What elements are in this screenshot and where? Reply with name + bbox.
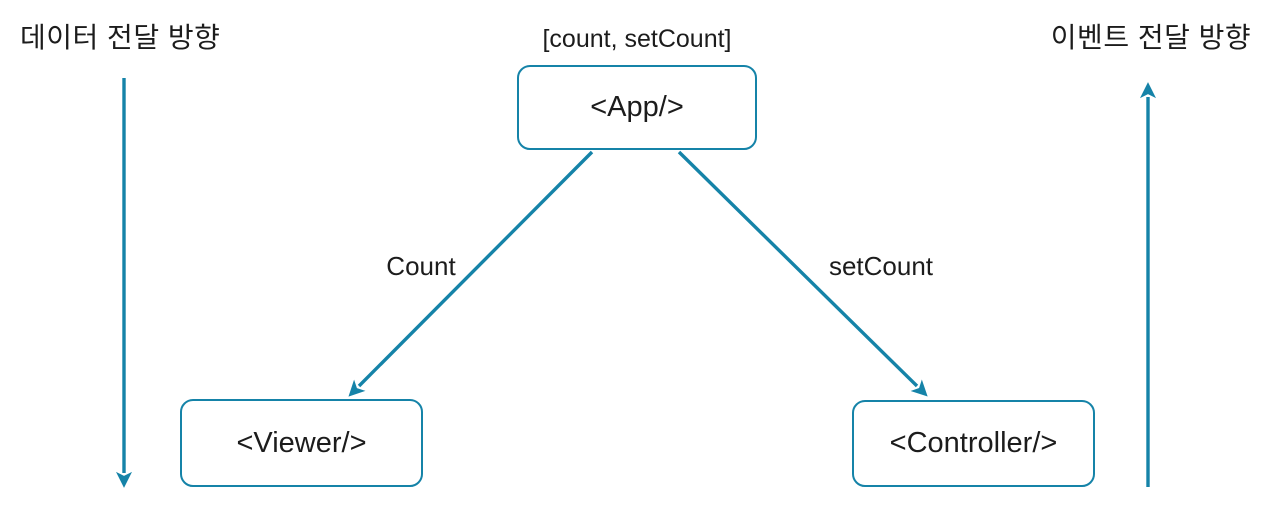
app-node-label: <App/> <box>590 91 684 123</box>
event-flow-label: 이벤트 전달 방향 <box>1050 22 1252 53</box>
viewer-node-label: <Viewer/> <box>236 426 367 459</box>
state-tuple-label: [count, setCount] <box>542 25 732 53</box>
controller-node: <Controller/> <box>852 400 1095 487</box>
count-prop-arrow <box>348 150 594 397</box>
data-flow-label: 데이터 전달 방향 <box>20 22 221 53</box>
setcount-edge-label: setCount <box>828 251 934 281</box>
count-edge-label: Count <box>386 251 456 281</box>
controller-node-label: <Controller/> <box>889 427 1058 459</box>
viewer-node: <Viewer/> <box>180 399 423 487</box>
app-node: <App/> <box>517 65 757 150</box>
setcount-prop-arrow <box>677 150 928 397</box>
